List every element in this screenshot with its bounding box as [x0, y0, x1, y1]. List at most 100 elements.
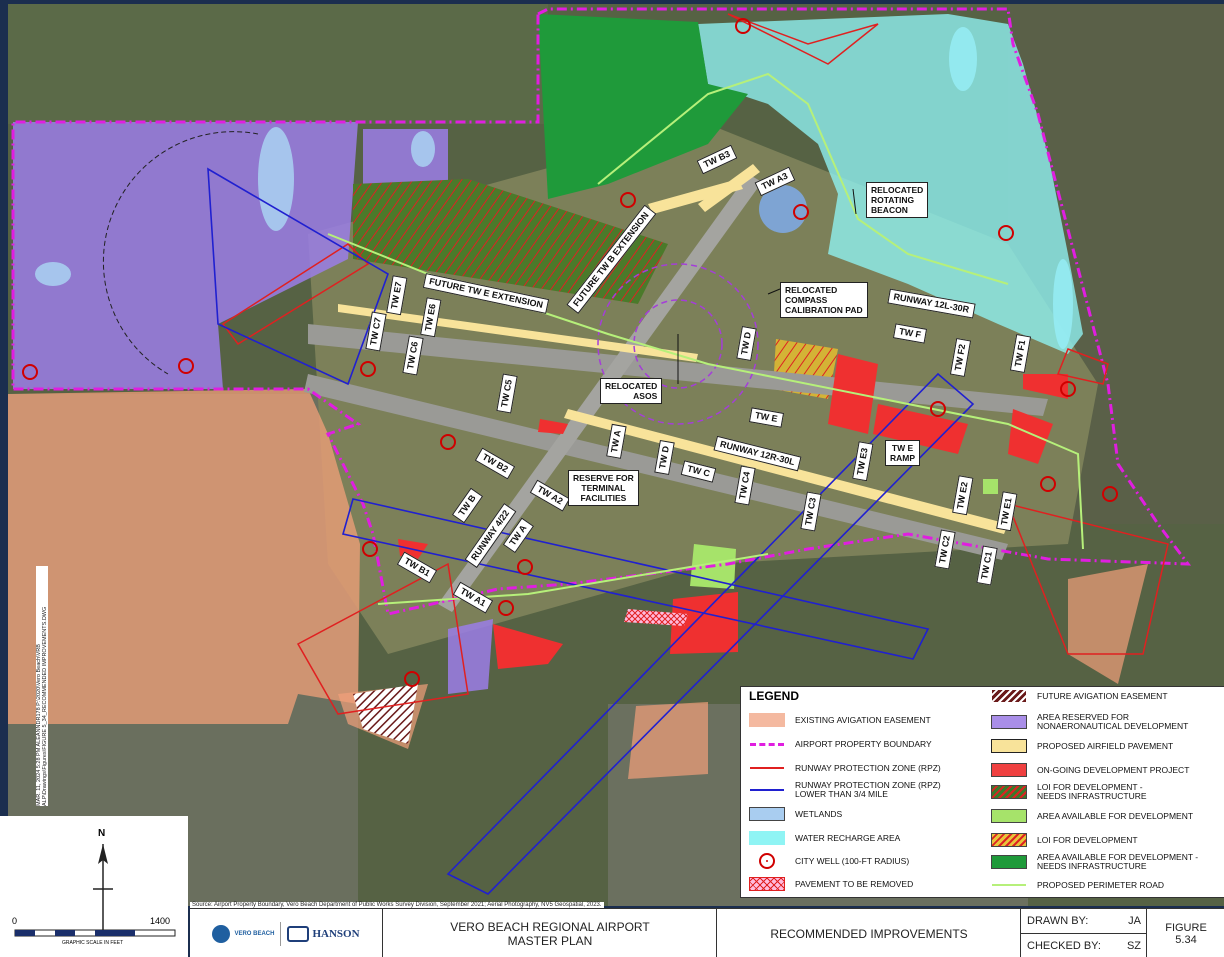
tw-b3-pavement [698, 164, 760, 212]
wetland-2 [411, 131, 435, 167]
ongoing-dev-4 [670, 592, 738, 654]
ongoing-dev-3 [1008, 409, 1053, 464]
rpz-lower-west [207, 167, 389, 386]
rpz-north [727, 13, 879, 65]
legend-swatch [749, 713, 785, 727]
scale-bar-seg-3 [95, 930, 135, 936]
future-avigation-easement [353, 684, 418, 744]
compass-leader [767, 288, 781, 295]
legend-item-ongoing-development: ON-GOING DEVELOPMENT PROJECT [989, 759, 1189, 781]
vero-beach-logo-icon [212, 924, 231, 943]
compass-pad-outer [597, 263, 759, 425]
rpz-lower-4-22 [446, 372, 975, 895]
airport-property-boundary [11, 7, 1192, 616]
rpz-west [221, 243, 370, 345]
title-block: VERO BEACH HANSON VERO BEACH REGIONAL AI… [190, 908, 1224, 957]
wetland-3 [35, 262, 71, 286]
legend-item-airport-property-boundary: AIRPORT PROPERTY BOUNDARY [747, 733, 932, 755]
legend-swatch [992, 690, 1026, 702]
legend-swatch [991, 739, 1027, 753]
pavement-to-be-removed [624, 609, 688, 626]
rpz-east [1056, 348, 1109, 385]
figure-label: FIGURE [1165, 921, 1207, 934]
checked-by-row: CHECKED BY: SZ [1027, 940, 1141, 952]
north-arrow-icon [98, 844, 108, 864]
logo-cell: VERO BEACH HANSON [190, 909, 382, 957]
tw-b-pavement [648, 179, 743, 214]
logo-divider [280, 921, 282, 946]
wetland-6 [759, 185, 807, 233]
legend-item-nonaeronautical: AREA RESERVED FOR NONAERONAUTICAL DEVELO… [989, 711, 1188, 733]
legend-swatch [991, 809, 1027, 823]
project-title-cell: VERO BEACH REGIONAL AIRPORT MASTER PLAN [382, 909, 717, 957]
existing-avigation-easement-west [8, 389, 360, 724]
note-relocated-rotating-beacon: RELOCATED ROTATING BEACON [866, 182, 929, 218]
perimeter-road-north [597, 72, 1009, 285]
legend-swatch [749, 877, 785, 891]
legend-swatch [991, 833, 1027, 847]
beacon-leader [852, 188, 857, 215]
existing-avigation-easement-south [628, 702, 708, 779]
city-wells [22, 18, 1118, 687]
legend-line [750, 742, 784, 746]
north-arrow-graphic [14, 844, 176, 937]
area-available-2 [983, 479, 998, 494]
compass-pad-inner [633, 299, 723, 389]
legend-title: LEGEND [749, 689, 800, 703]
area-available-needs-infrastructure [538, 14, 748, 199]
legend-item-pavement-removed: PAVEMENT TO BE REMOVED [747, 873, 913, 895]
legend-item-rpz-lower: RUNWAY PROTECTION ZONE (RPZ) LOWER THAN … [747, 779, 941, 801]
drawn-by-row: DRAWN BY: JA [1021, 909, 1147, 934]
ongoing-dev-5 [493, 624, 563, 669]
loi-needs-infrastructure [353, 179, 668, 304]
city-well-icon [759, 853, 775, 869]
legend-swatch [991, 855, 1027, 869]
scale-box: N 0 1400 GRAPHIC SCALE IN FEET [0, 816, 188, 957]
note-relocated-compass-pad: RELOCATED COMPASS CALIBRATION PAD [780, 282, 868, 318]
rpz-southeast [1006, 502, 1169, 655]
legend-item-loi: LOI FOR DEVELOPMENT [989, 829, 1138, 851]
vero-beach-logo-text: VERO BEACH [234, 930, 275, 937]
drawing-title-cell: RECOMMENDED IMPROVEMENTS [716, 909, 1021, 957]
legend-item-city-well: CITY WELL (100-FT RADIUS) [747, 850, 909, 872]
scale-bar-seg-2 [55, 930, 75, 936]
hanson-logo-text: HANSON [312, 927, 360, 940]
ongoing-dev-7 [538, 419, 568, 434]
drawn-checked-cell: DRAWN BY: JA CHECKED BY: SZ [1020, 909, 1147, 957]
note-reserve-terminal: RESERVE FOR TERMINAL FACILITIES [568, 470, 639, 506]
legend-swatch [749, 807, 785, 821]
legend-item-area-available: AREA AVAILABLE FOR DEVELOPMENT [989, 805, 1193, 827]
legend-item-perimeter-road: PROPOSED PERIMETER ROAD [989, 874, 1164, 896]
rpz-lower-12r [341, 498, 930, 660]
wetland-1 [258, 127, 294, 231]
nonaeronautical-south [448, 619, 493, 694]
legend-swatch [749, 831, 785, 845]
legend-swatch [991, 785, 1027, 799]
legend-item-area-available-needs-infrastructure: AREA AVAILABLE FOR DEVELOPMENT - NEEDS I… [989, 851, 1198, 873]
legend-item-loi-needs-infrastructure: LOI FOR DEVELOPMENT - NEEDS INFRASTRUCTU… [989, 781, 1147, 803]
legend-item-proposed-airfield-pavement: PROPOSED AIRFIELD PAVEMENT [989, 735, 1173, 757]
figure-number: 5.34 [1175, 933, 1197, 946]
legend-item-wetlands: WETLANDS [747, 803, 842, 825]
project-title-line1: VERO BEACH REGIONAL AIRPORT [450, 919, 650, 934]
perimeter-road-sw [377, 553, 769, 605]
scale-zero-label: 0 [12, 916, 18, 926]
ongoing-dev-6 [1023, 374, 1068, 399]
scale-max-label: 1400 [150, 916, 171, 926]
legend-item-rpz: RUNWAY PROTECTION ZONE (RPZ) [747, 757, 941, 779]
note-tw-e-ramp: TW E RAMP [885, 440, 921, 466]
legend-line [750, 767, 784, 769]
legend-swatch [991, 715, 1027, 729]
legend-swatch [991, 763, 1027, 777]
project-title-line2: MASTER PLAN [507, 933, 593, 948]
rpz-southwest [296, 562, 469, 715]
file-path-text: MAR. 11, 2024 5:28 PM ALEANNDR178 P:\202… [36, 566, 48, 806]
source-note: Source: Airport Property Boundary, Vero … [190, 902, 604, 908]
forest-nw [8, 4, 548, 124]
legend-item-water-recharge: WATER RECHARGE AREA [747, 827, 900, 849]
tw-c-pavement [564, 409, 1008, 534]
figure-cell: FIGURE 5.34 [1146, 909, 1224, 957]
north-label: N [98, 828, 106, 839]
legend-line [992, 884, 1026, 886]
